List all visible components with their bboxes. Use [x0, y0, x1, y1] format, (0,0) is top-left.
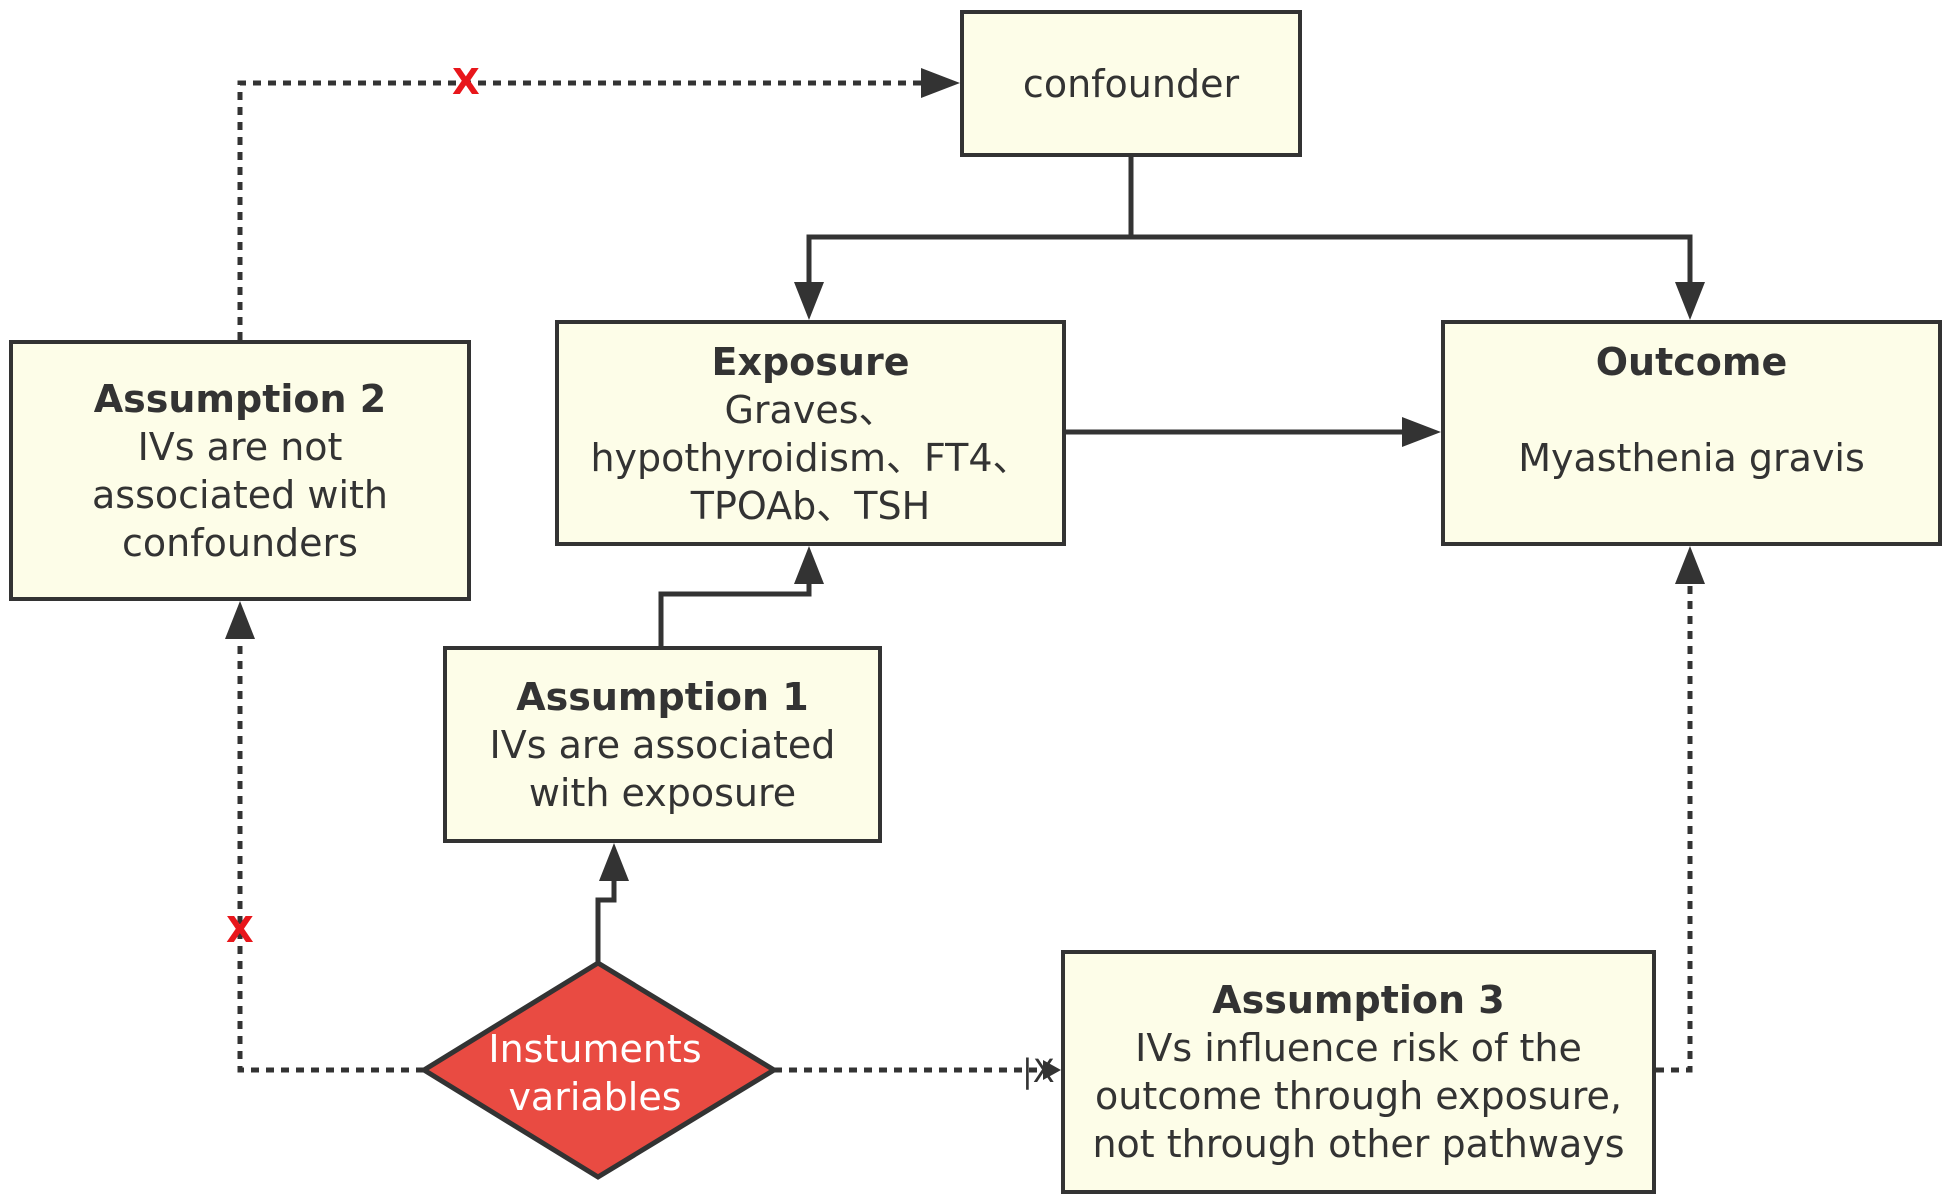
assumption3-body: IVs influence risk of the outcome throug… [1092, 1026, 1625, 1166]
assumption1-to-exposure-arrowhead [794, 546, 824, 584]
assumption2-node: Assumption 2 IVs are not associated with… [9, 340, 471, 601]
assumption2-title: Assumption 2 [93, 376, 387, 421]
outcome-body: Myasthenia gravis [1518, 436, 1865, 480]
confounder-to-outcome-edge [1131, 234, 1693, 300]
instruments-to-assumption2-edge [237, 620, 424, 1073]
outcome-node: Outcome Myasthenia gravis [1441, 320, 1942, 546]
confounder-to-exposure-edge [806, 157, 1134, 300]
outcome-title: Outcome [1595, 340, 1788, 384]
instruments-to-assumption3-arrowhead [1043, 1060, 1061, 1080]
assumption3-node: Assumption 3 IVs influence risk of the o… [1061, 950, 1656, 1194]
assumption1-title: Assumption 1 [516, 674, 809, 719]
confounder-to-exposure-arrowhead [794, 282, 824, 320]
instruments-to-assumption2-arrowhead [225, 601, 255, 639]
assumption1-to-exposure-edge [658, 565, 812, 646]
assumption1-node: Assumption 1 IVs are associated with exp… [443, 646, 882, 843]
confounder-label: confounder [1022, 61, 1240, 106]
assumption1-body: IVs are associated with exposure [489, 722, 836, 815]
confounder-node: confounder [960, 10, 1302, 157]
blocked-mark-left: X [226, 910, 254, 951]
assumption3-to-outcome-arrowhead [1675, 546, 1705, 584]
assumption2-body: IVs are not associated with confounders [92, 424, 388, 565]
instruments-diamond [419, 960, 779, 1180]
instruments-to-assumption1-arrowhead [599, 843, 629, 881]
assumption2-to-confounder-edge [237, 80, 940, 340]
assumption3-to-outcome-edge [1656, 565, 1693, 1073]
exposure-to-outcome-arrowhead [1402, 417, 1441, 447]
assumption3-title: Assumption 3 [1212, 978, 1505, 1022]
exposure-node: Exposure Graves、 hypothyroidism、FT4、 TPO… [555, 320, 1066, 546]
exposure-body: Graves、 hypothyroidism、FT4、 TPOAb、TSH [590, 388, 1031, 528]
assumption2-to-confounder-arrowhead [921, 68, 960, 98]
instruments-label: Instuments variables [488, 1027, 702, 1119]
confounder-to-outcome-arrowhead [1675, 282, 1705, 320]
blocked-mark-bottom: |X [1022, 1052, 1055, 1090]
exposure-title: Exposure [711, 340, 910, 384]
blocked-mark-top: X [452, 62, 480, 103]
